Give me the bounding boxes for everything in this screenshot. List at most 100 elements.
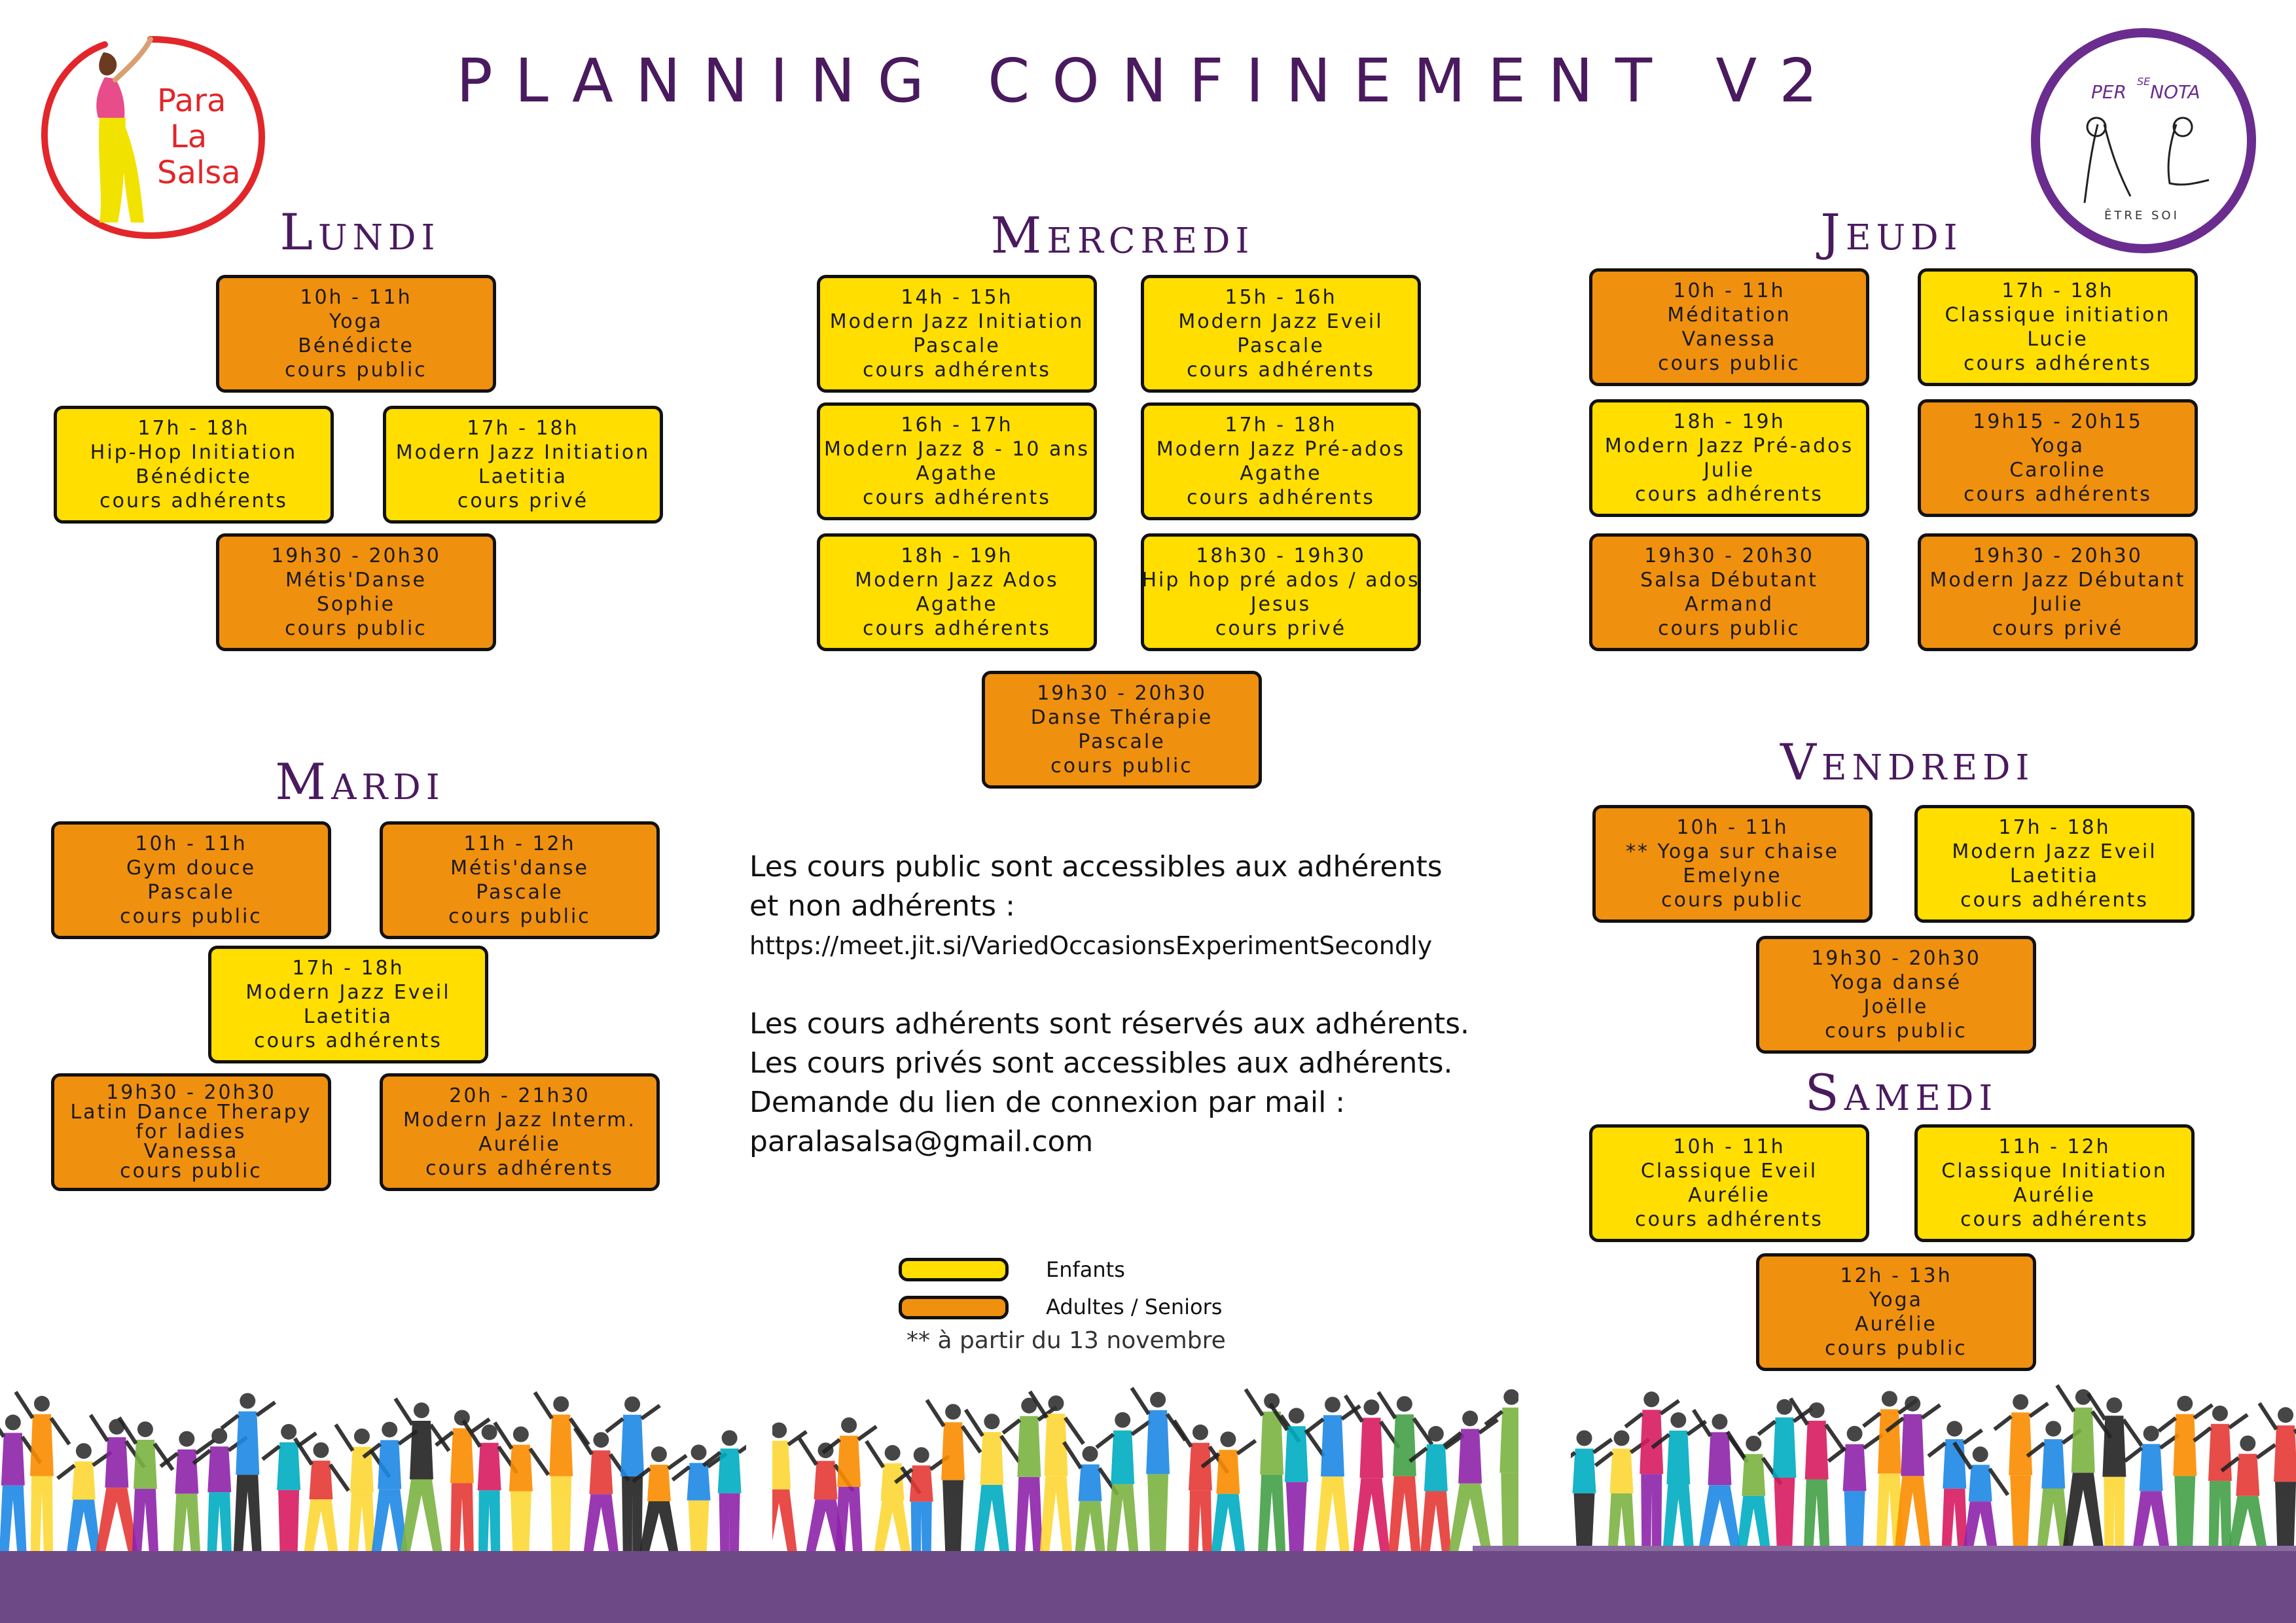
course-time: 19h15 - 20h15 xyxy=(1973,410,2143,433)
contact-email[interactable]: paralasalsa@gmail.com xyxy=(749,1125,1094,1158)
course-detail: Modern Jazz Eveil xyxy=(1952,840,2157,863)
course-detail: Bénédicte xyxy=(298,334,414,357)
dancer-figure xyxy=(159,1431,216,1558)
course-detail: Pascale xyxy=(1078,730,1166,753)
course-access: cours public xyxy=(448,905,591,928)
course-time: 18h - 19h xyxy=(901,544,1013,567)
dancer-figure xyxy=(2157,1395,2214,1558)
dancer-figure xyxy=(605,1396,661,1558)
legend-note: ** à partir du 13 novembre xyxy=(906,1327,1226,1354)
course-access: cours adhérents xyxy=(1960,1208,2149,1231)
dancer-figure xyxy=(334,1423,391,1558)
dancer-figure xyxy=(963,1408,1021,1558)
course-detail: Caroline xyxy=(2009,459,2106,482)
course-detail: Laetitia xyxy=(303,1005,393,1028)
course-detail: Méditation xyxy=(1667,304,1791,327)
dancer-figure xyxy=(1725,1431,1783,1558)
course-access: cours public xyxy=(1825,1337,1967,1360)
logo-text-per: PER xyxy=(2091,81,2126,103)
course-detail: Métis'Danse xyxy=(285,569,427,592)
course-detail: Hip-Hop Initiation xyxy=(90,441,298,464)
course-access: cours adhérents xyxy=(1187,359,1375,382)
footer-bar xyxy=(0,1551,2296,1623)
course-detail: Laetitia xyxy=(478,465,568,488)
dancer-figure xyxy=(1343,1394,1401,1558)
course-detail: Bénédicte xyxy=(135,465,252,488)
dancer-figure xyxy=(1095,1412,1151,1558)
course-detail: Vanessa xyxy=(143,1140,239,1163)
course-time: 10h - 11h xyxy=(1673,279,1785,302)
dancer-figure xyxy=(220,1393,277,1558)
course-detail: Laetitia xyxy=(2009,865,2100,887)
course-detail: Pascale xyxy=(476,881,564,904)
course-access: cours public xyxy=(1661,889,1804,912)
dancer-figure xyxy=(632,1446,688,1558)
course-detail: Modern Jazz Pré-ados xyxy=(1604,435,1854,457)
logo-text-salsa: Salsa xyxy=(157,154,241,191)
course-detail: Julie xyxy=(2032,593,2083,616)
course-detail: Classique Eveil xyxy=(1640,1160,1818,1183)
course-detail: Latin Dance Therapy xyxy=(70,1101,312,1124)
legend-swatch-adultes xyxy=(899,1296,1009,1319)
course-time: 17h - 18h xyxy=(292,957,404,980)
course-detail: Joëlle xyxy=(1863,995,1929,1018)
course-time: 19h30 - 20h30 xyxy=(1644,544,1814,567)
course-detail: Gym douce xyxy=(126,857,257,880)
meeting-link[interactable]: https://meet.jit.si/VariedOccasionsExper… xyxy=(749,931,1433,960)
dancer-figure xyxy=(0,1414,43,1558)
course-access: cours adhérents xyxy=(863,617,1051,640)
dancer-figure xyxy=(1172,1419,1230,1558)
course-time: 18h - 19h xyxy=(1673,410,1785,433)
dancer-figure xyxy=(1827,1425,1884,1558)
dancer-figure xyxy=(671,1444,728,1558)
info-line: Les cours adhérents sont réservés aux ad… xyxy=(749,1007,1470,1041)
course-time: 19h30 - 20h30 xyxy=(1811,947,1981,970)
info-line: et non adhérents : xyxy=(749,889,1015,923)
legend-label-enfants: Enfants xyxy=(1046,1257,1125,1282)
course-access: cours adhérents xyxy=(1964,483,2152,506)
dancer-figure xyxy=(2257,1402,2296,1558)
dancer-figure xyxy=(117,1416,175,1558)
dancer-figure xyxy=(1062,1440,1119,1558)
logo-text-la: La xyxy=(170,118,207,155)
course-time: 10h - 11h xyxy=(1673,1135,1785,1158)
dancer-figure xyxy=(573,1427,630,1558)
course-access: cours public xyxy=(285,359,427,382)
dancer-figure xyxy=(1952,1441,2010,1558)
dancer-figure xyxy=(893,1447,950,1558)
course-detail: Métis'danse xyxy=(450,857,589,880)
course-detail: Danse Thérapie xyxy=(1030,706,1213,729)
dancer-figure xyxy=(1200,1431,1257,1558)
course-access: cours adhérents xyxy=(863,486,1051,509)
course-access: cours adhérents xyxy=(1635,483,1823,506)
course-access: cours public xyxy=(1658,352,1801,375)
dancer-figure xyxy=(88,1414,146,1558)
dancer-figure xyxy=(493,1421,550,1558)
course-time: 15h - 16h xyxy=(1225,286,1337,309)
course-access: cours adhérents xyxy=(1187,486,1375,509)
course-detail: Agathe xyxy=(1240,462,1322,485)
dancer-figure xyxy=(2086,1392,2144,1558)
course-access: cours adhérents xyxy=(99,490,288,512)
course-time: 17h - 18h xyxy=(1998,816,2111,839)
course-time: 10h - 11h xyxy=(135,832,247,855)
course-access: cours adhérents xyxy=(425,1157,614,1180)
dancer-figure xyxy=(1443,1410,1499,1558)
per-se-nota-logo: PER SE NOTA ÊTRE SOI xyxy=(2031,28,2256,253)
course-detail: Agathe xyxy=(916,462,998,485)
course-time: 19h30 - 20h30 xyxy=(271,544,441,567)
course-access: cours public xyxy=(120,905,262,928)
course-detail: Aurélie xyxy=(1855,1313,1937,1336)
course-detail: Julie xyxy=(1704,459,1755,482)
